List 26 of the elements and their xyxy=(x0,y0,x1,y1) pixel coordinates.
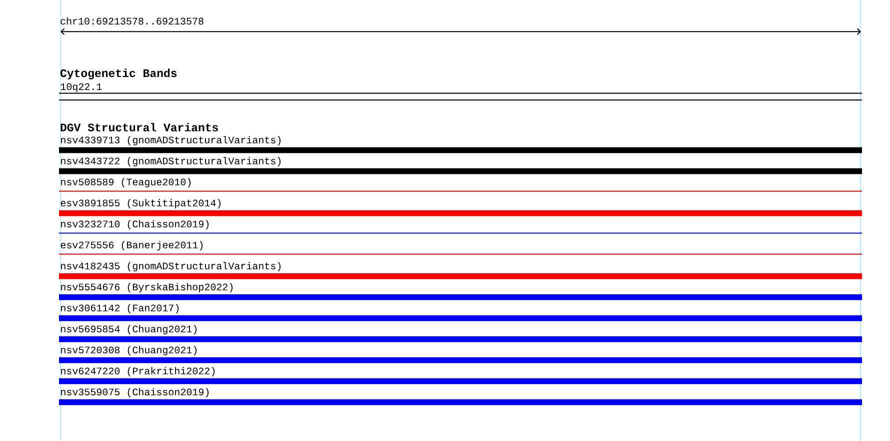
variant-track: nsv5720308 (Chuang2021) xyxy=(59,346,862,364)
coordinate-label: chr10:69213578..69213578 xyxy=(60,17,204,25)
variant-track: nsv6247220 (Prakrithi2022) xyxy=(59,367,862,384)
node-label: esv3891855 (Suktitipat2014) xyxy=(60,199,221,208)
node-label: nsv5554676 (ByrskaBishop2022) xyxy=(61,283,233,292)
variant-track: nsv3061142 (Fan2017) xyxy=(59,304,862,322)
variant-track: nsv5695854 (Chuang2021) xyxy=(59,325,862,342)
variant-track: nsv3232710 (Chaisson2019) xyxy=(58,220,863,234)
variant-track: esv3891855 (Suktitipat2014) xyxy=(59,199,862,216)
node-label: nsv5695854 (Chuang2021) xyxy=(61,325,197,334)
node-label: nsv6247220 (Prakrithi2022) xyxy=(61,367,215,376)
variant-track: nsv4339713 (gnomADStructuralVariants) xyxy=(59,136,862,154)
node-label: nsv4182435 (gnomADStructuralVariants) xyxy=(61,262,281,272)
node-label: nsv4339713 (gnomADStructuralVariants) xyxy=(61,136,281,146)
variant-track: nsv4343722 (gnomADStructuralVariants) xyxy=(59,157,862,174)
variant-track: nsv5554676 (ByrskaBishop2022) xyxy=(59,283,862,300)
node-label: nsv3061142 (Fan2017) xyxy=(61,304,179,314)
variant-track: nsv4182435 (gnomADStructuralVariants) xyxy=(59,262,862,280)
variant-track: esv275556 (Banerjee2011) xyxy=(58,241,863,255)
variant-track: nsv508589 (Teague2010) xyxy=(58,178,863,192)
node-label: nsv4343722 (gnomADStructuralVariants) xyxy=(61,157,281,166)
variant-track: nsv3559075 (Chaisson2019) xyxy=(59,388,862,406)
node-label: nsv5720308 (Chuang2021) xyxy=(61,346,197,356)
node-label: nsv3559075 (Chaisson2019) xyxy=(61,388,209,398)
track-title: DGV Structural Variants xyxy=(60,122,218,132)
band-bar: 10q22.1 xyxy=(58,83,863,100)
